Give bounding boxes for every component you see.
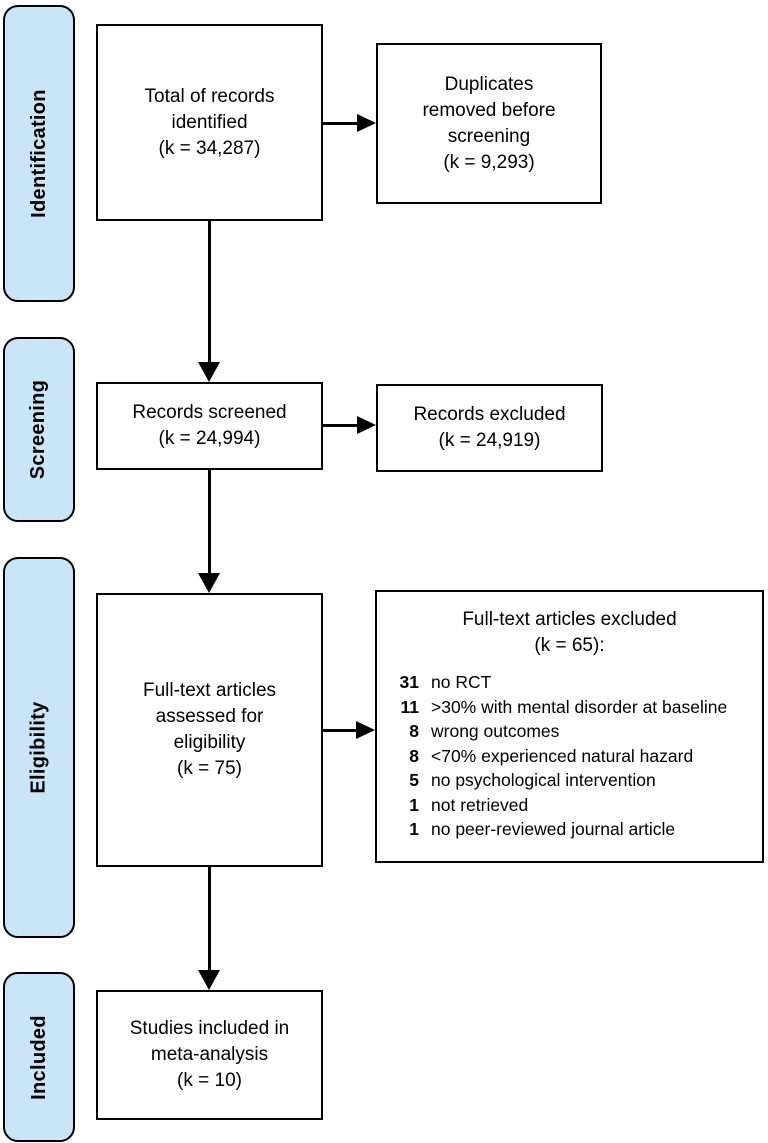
box-duplicates-removed-line: screening [447,125,531,147]
box-fulltext-assessed-count: (k = 75) [177,758,242,779]
reason-count: 5 [409,770,419,790]
box-studies-included-count: (k = 10) [177,1070,242,1091]
stage-eligibility-label: Eligibility [27,701,50,794]
box-duplicates-removed-line: Duplicates [444,73,534,95]
arrow-fulltext-to-included-shaft [208,867,211,971]
box-fulltext-assessed-line: Full-text articles [142,680,277,701]
box-records-identified-line: Total of records [144,85,275,107]
arrow-identified-to-screened-shaft [208,221,211,363]
box-fulltext-excluded-title: Full-text articles excluded [462,609,677,630]
stage-included: Included [3,972,75,1142]
reason-label: no peer-reviewed journal article [431,819,676,839]
box-records-excluded-line: Records excluded [413,404,566,425]
reason-label: no psychological intervention [431,770,656,790]
box-records-screened-line: Records screened [132,402,287,423]
reason-count: 1 [409,794,419,815]
box-records-excluded-count: (k = 24,919) [438,430,541,451]
arrow-fulltext-to-excluded-shaft [322,729,359,732]
reason-count: 11 [400,696,420,717]
reason-label: wrong outcomes [431,721,560,741]
reason-count: 8 [409,721,419,741]
arrow-screened-to-excluded-shaft [322,424,360,427]
arrow-screened-to-excluded-head [357,416,376,434]
reason-label: <70% experienced natural hazard [431,745,694,766]
box-studies-included: Studies included in meta-analysis (k = 1… [96,990,323,1120]
box-studies-included-line: meta-analysis [150,1044,269,1065]
box-records-identified-line: identified [171,111,248,133]
stage-included-label: Included [27,1014,50,1100]
box-fulltext-excluded: Full-text articles excluded (k = 65): 31… [375,590,764,863]
reason-count: 8 [409,745,419,766]
stage-eligibility: Eligibility [3,557,75,938]
box-records-screened-count: (k = 24,994) [158,428,261,449]
box-fulltext-excluded-count: (k = 65): [534,635,605,656]
reason-label: not retrieved [431,794,529,815]
box-studies-included-line: Studies included in [129,1018,290,1039]
arrow-identified-to-duplicates-head [357,114,376,132]
reason-count: 1 [409,819,419,839]
box-records-screened: Records screened (k = 24,994) [96,382,323,470]
box-duplicates-removed-count: (k = 9,293) [443,151,535,173]
box-records-excluded: Records excluded (k = 24,919) [376,384,603,472]
stage-screening: Screening [3,337,75,522]
box-fulltext-assessed-line: eligibility [173,732,246,753]
reason-label: no RCT [431,672,492,692]
stage-screening-label: Screening [27,379,50,480]
box-fulltext-assessed: Full-text articles assessed for eligibil… [96,593,323,867]
arrow-identified-to-duplicates-shaft [322,122,360,125]
stage-identification-label: Identification [27,89,50,218]
box-duplicates-removed: Duplicates removed before screening (k =… [376,43,602,204]
reason-label: >30% with mental disorder at baseline [431,696,728,717]
stage-identification: Identification [3,5,75,302]
arrow-identified-to-screened-head [198,362,220,382]
box-records-identified: Total of records identified (k = 34,287) [96,24,323,221]
arrow-screened-to-fulltext-shaft [208,470,211,574]
arrow-fulltext-to-excluded-head [356,721,375,739]
reason-count: 31 [399,672,419,692]
fulltext-exclusion-reason-list: 31 no RCT 11 >30% with mental disorder a… [377,670,762,842]
arrow-screened-to-fulltext-head [198,573,220,593]
box-records-identified-count: (k = 34,287) [158,137,261,159]
box-duplicates-removed-line: removed before [422,99,556,121]
arrow-fulltext-to-included-head [198,970,220,990]
box-fulltext-assessed-line: assessed for [155,706,264,727]
